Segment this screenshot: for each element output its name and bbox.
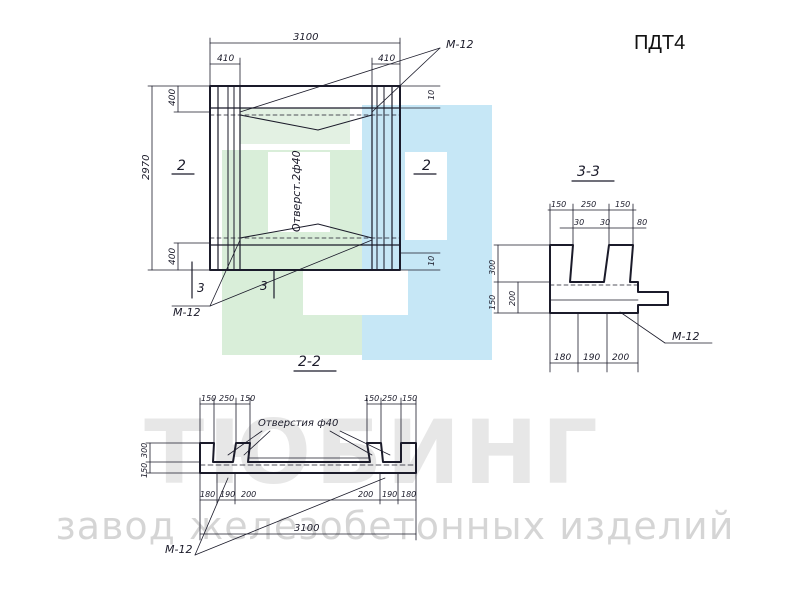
watermark-tagline: завод железобетонных изделий [55,504,735,548]
dim-3-3-top-2: 150 [615,200,630,209]
leader-line [239,47,441,113]
dim-2-2-height-150: 150 [140,463,149,478]
rebar-label-bottom: М-12 [173,306,200,319]
leader-line [619,311,666,344]
rebar-label-3-3: М-12 [672,330,699,343]
leader-line [329,430,373,456]
dim-overall-height: 2970 [141,155,152,180]
dim-2-2-height-300: 300 [140,443,149,458]
dim-3-3-top-0: 150 [551,200,566,209]
dim-bottom: 400 [168,248,178,265]
holes-label: Отверст.2ф40 [290,150,303,232]
dim-2-2-bottom-right-1: 190 [382,490,397,499]
diagonal-line [317,114,373,131]
section-2-2-profile [199,442,417,474]
section-2-2: 2-2 150 250 150 150 250 150 Отверстия ф [140,354,417,556]
dim-2-2-top-right-1: 250 [382,394,397,403]
diagonal-line [239,223,319,239]
logo-gap-green [268,152,330,232]
plan-view: М-12 М-12 3100 410 410 2970 [141,32,473,319]
rebar-label-top: М-12 [446,38,473,51]
dim-2-2-top-left-1: 250 [219,394,234,403]
leader-line [194,477,229,556]
dim-2-2-bottom-right-2: 180 [401,490,416,499]
dim-small-bottom: 10 [427,256,436,266]
dim-2-2-bottom-left-1: 190 [220,490,235,499]
dim-2-2-bottom-left-2: 200 [241,490,256,499]
section-3-3: 3-3 150 250 150 30 30 80 300 150 [488,164,713,373]
leader-line [227,430,263,456]
section-2-2-title: 2-2 [298,354,321,370]
dim-3-3-small-1: 30 [600,218,610,227]
section-mark-2-left: 2 [177,158,186,174]
leader-line [371,47,441,113]
dim-3-3-height-300: 300 [488,260,497,275]
dim-right-edge: 410 [378,54,395,64]
dim-small-top: 10 [427,90,436,100]
plan-inner-frame [239,85,373,271]
dim-3-3-bottom-1: 190 [583,353,600,363]
logo-gap-bottom [303,270,408,315]
section-mark-3-right: 3 [260,279,268,293]
dim-2-2-bottom-left-0: 180 [200,490,215,499]
dim-3-3-height-200: 200 [508,291,517,306]
leader-line [194,477,386,556]
leader-line [209,239,373,307]
dim-2-2-overall: 3100 [294,523,319,534]
rebar-label-2-2: М-12 [165,543,192,556]
leader-line [209,239,241,307]
leader-line [243,430,271,456]
section-3-3-profile [549,244,669,314]
dim-3-3-top-1: 250 [581,200,596,209]
diagonal-line [239,114,319,131]
section-3-3-title: 3-3 [577,164,600,180]
dim-2-2-top-left-2: 150 [240,394,255,403]
section-mark-2-right: 2 [422,158,431,174]
dim-3-3-bottom-0: 180 [554,353,571,363]
dim-top: 400 [168,89,178,106]
holes-label-2-2: Отверстия ф40 [258,418,338,429]
leader-line [339,430,391,456]
dim-2-2-top-left-0: 150 [201,394,216,403]
dim-2-2-top-right-0: 150 [364,394,379,403]
section-mark-3-left: 3 [197,281,205,295]
dim-3-3-small-0: 30 [574,218,584,227]
watermark-brand: ТЮБИНГ [144,401,602,504]
dim-2-2-bottom-right-0: 200 [358,490,373,499]
logo-gap-blue [405,152,447,240]
dim-3-3-bottom-2: 200 [612,353,629,363]
dim-2-2-top-right-2: 150 [402,394,417,403]
dim-overall-width: 3100 [293,32,318,43]
product-code-title: ПДТ4 [634,32,686,54]
dim-3-3-small-2: 80 [637,218,647,227]
dim-left-edge: 410 [217,54,234,64]
diagonal-line [317,223,373,239]
dim-3-3-height-150: 150 [488,295,497,310]
